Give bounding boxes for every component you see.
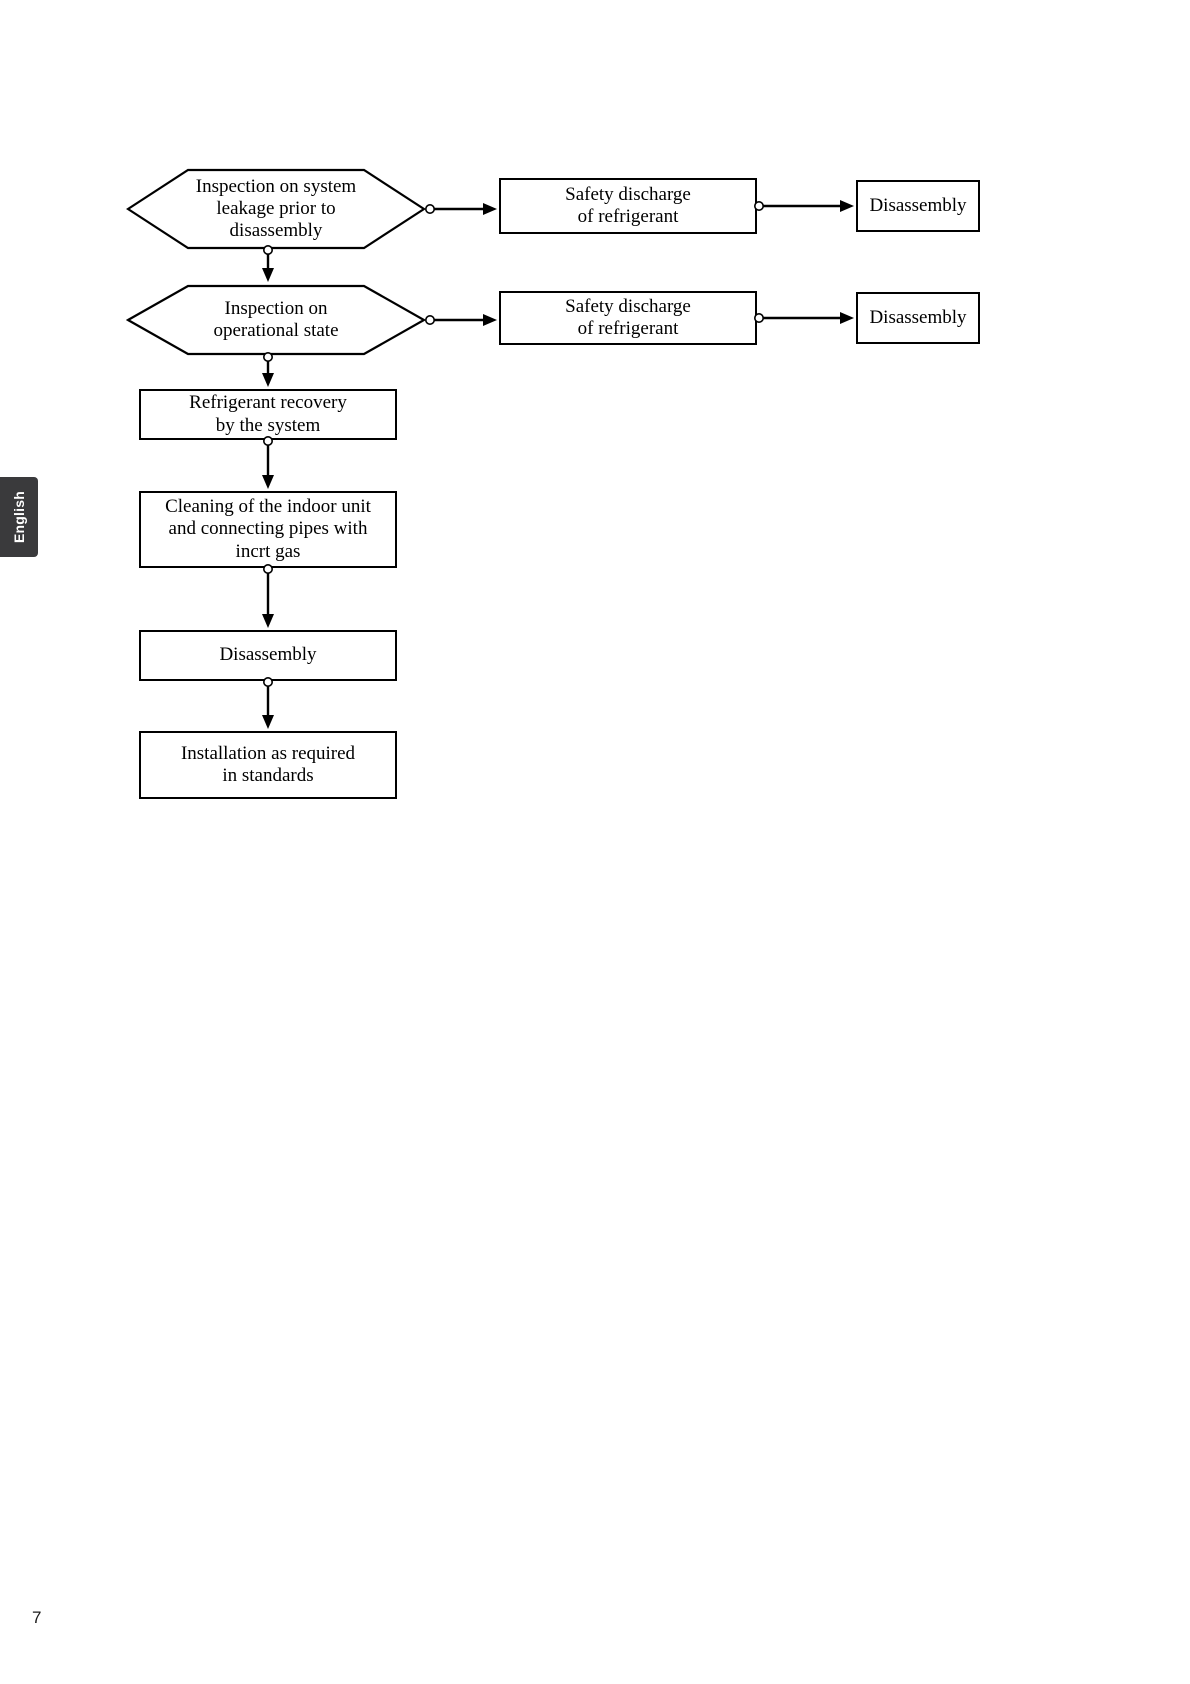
flowchart-diagram: Inspection on system leakage prior to di… (126, 168, 980, 799)
flow-edge-n8-to-n9 (262, 563, 274, 628)
flow-edge-n5-to-n6 (753, 312, 854, 324)
flow-edge-n4-to-n7 (262, 351, 274, 387)
flow-node-label: Cleaning of the indoor unit and connecti… (165, 496, 371, 562)
flow-node-label: Refrigerant recovery by the system (189, 392, 347, 436)
flow-edge-n1-to-n4 (262, 245, 274, 282)
flow-node-label: Inspection on operational state (213, 297, 339, 341)
flow-edge-n1-to-n2 (424, 203, 497, 215)
flow-edge-n2-to-n3 (753, 200, 854, 212)
flow-node-label: Disassembly (869, 306, 967, 328)
flow-node-inspection-system-leakage[interactable]: Inspection on system leakage prior to di… (126, 168, 426, 250)
flow-edge-n9-to-n10 (262, 676, 274, 729)
flow-node-label: Safety discharge of refrigerant (565, 183, 691, 227)
flow-node-disassembly-2[interactable]: Disassembly (856, 292, 980, 344)
flow-edge-n7-to-n8 (262, 435, 274, 489)
flow-node-safety-discharge-1[interactable]: Safety discharge of refrigerant (499, 178, 757, 234)
flow-node-cleaning-indoor-unit[interactable]: Cleaning of the indoor unit and connecti… (139, 491, 397, 568)
flow-node-label: Safety discharge of refrigerant (565, 295, 691, 339)
flow-node-label: Installation as required in standards (180, 742, 356, 786)
language-tab[interactable]: English (0, 477, 38, 557)
flow-node-label: Disassembly (219, 644, 317, 666)
flow-node-label: Inspection on system leakage prior to di… (195, 175, 357, 242)
flow-node-label: Disassembly (869, 194, 967, 216)
flow-node-inspection-operational-state[interactable]: Inspection on operational state (126, 284, 426, 356)
flow-node-refrigerant-recovery[interactable]: Refrigerant recovery by the system (139, 389, 397, 440)
flow-node-safety-discharge-2[interactable]: Safety discharge of refrigerant (499, 291, 757, 345)
flow-node-disassembly-3[interactable]: Disassembly (139, 630, 397, 681)
flow-node-installation-as-required[interactable]: Installation as required in standards (139, 731, 397, 799)
hexagon-shape (126, 168, 426, 250)
page-number: 7 (32, 1608, 42, 1627)
flow-edge-n4-to-n5 (424, 314, 497, 326)
flow-node-disassembly-1[interactable]: Disassembly (856, 180, 980, 232)
hexagon-shape (126, 284, 426, 356)
